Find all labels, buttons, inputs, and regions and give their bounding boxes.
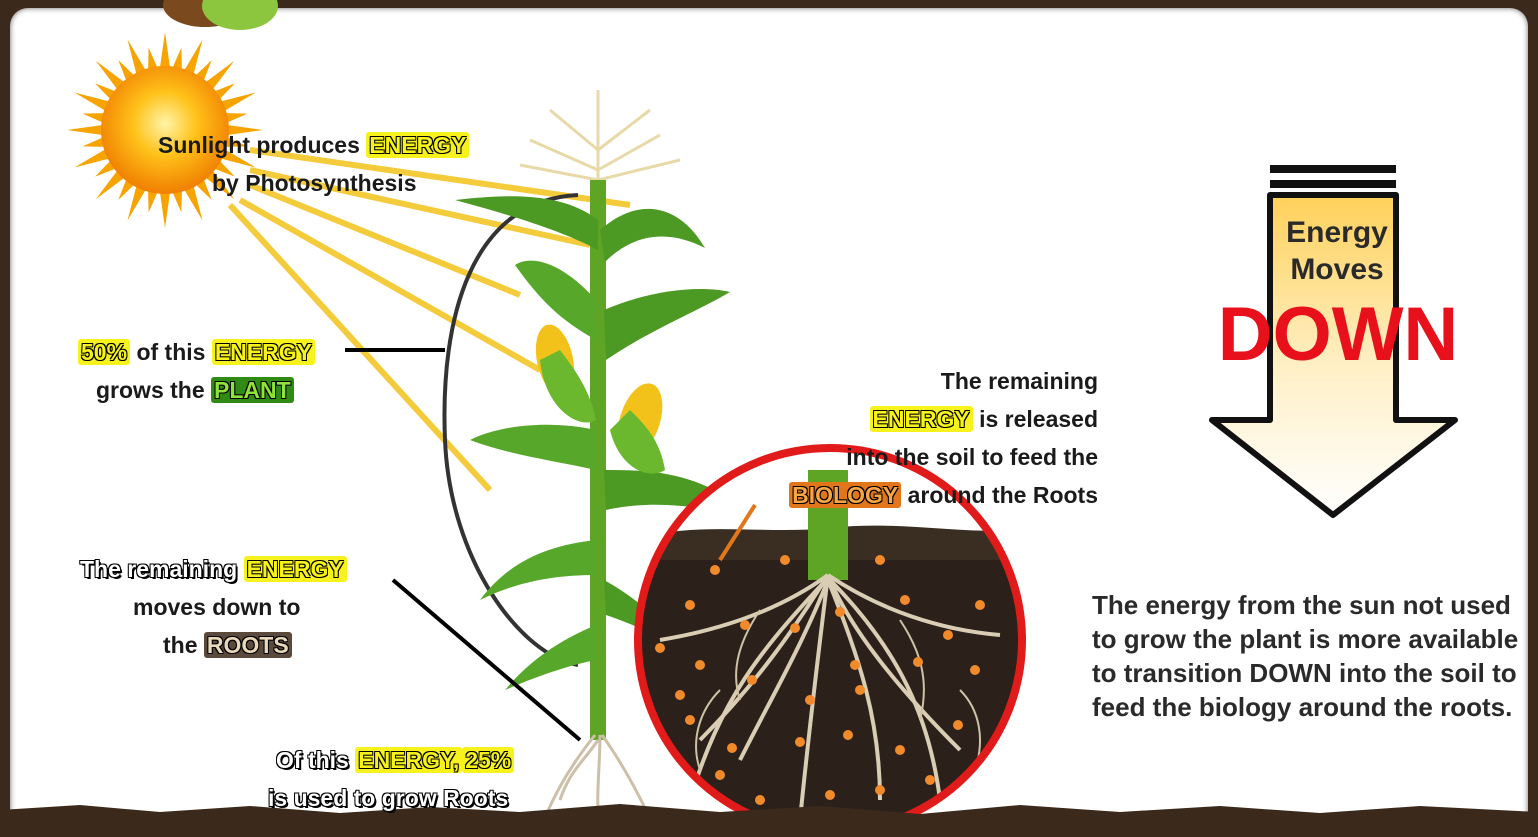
label-release-4: BIOLOGY around the Roots [740, 476, 1098, 514]
soil-organism-dot [790, 623, 800, 633]
soil-organism-dot [875, 785, 885, 795]
highlight-roots: ROOTS [204, 632, 292, 658]
sun-ray [67, 125, 105, 136]
soil-organism-dot [715, 770, 725, 780]
label-moves-down: moves down to [133, 588, 300, 626]
highlight-energy: ENERGY [870, 406, 973, 432]
soil-organism-dot [727, 743, 737, 753]
soil-organism-dot [675, 690, 685, 700]
soil-organism-dot [747, 675, 757, 685]
label-sunlight: Sunlight produces ENERGY [158, 126, 469, 164]
label-remaining-text: The remaining [80, 556, 237, 582]
soil-organism-dot [970, 665, 980, 675]
label-is-released: is released [979, 406, 1098, 432]
label-release-1: The remaining [790, 362, 1098, 400]
label-root-growth: Of this ENERGY,25% [276, 741, 514, 779]
soil-organism-dot [843, 730, 853, 740]
label-remaining-roots: The remaining ENERGY [80, 550, 347, 588]
soil-organism-dot [953, 720, 963, 730]
soil-organism-dot [875, 555, 885, 565]
summary-text: The energy from the sun not used to grow… [1092, 588, 1522, 724]
soil-organism-dot [685, 715, 695, 725]
sun-ray [160, 32, 171, 70]
soil-organism-dot [943, 630, 953, 640]
soil-organism-dot [685, 600, 695, 610]
highlight-energy: ENERGY [366, 132, 469, 158]
soil-organism-dot [695, 660, 705, 670]
highlight-biology: BIOLOGY [789, 482, 901, 508]
soil-organism-dot [855, 685, 865, 695]
logo-peek [163, 0, 278, 30]
highlight-50pct: 50% [78, 339, 130, 365]
soil-organism-dot [805, 695, 815, 705]
label-photosynthesis: by Photosynthesis [212, 164, 416, 202]
arrow-caption: Energy Moves [1262, 214, 1412, 288]
soil-organism-dot [895, 745, 905, 755]
label-release-3: into the soil to feed the [760, 438, 1098, 476]
label-sunlight-text: Sunlight produces [158, 132, 360, 158]
soil-organism-dot [925, 775, 935, 785]
soil-organism-dot [795, 737, 805, 747]
soil-organism-dot [755, 795, 765, 805]
label-around-roots: around the Roots [908, 482, 1098, 508]
highlight-energy: ENERGY [212, 339, 315, 365]
arrow-down-word: DOWN [1208, 290, 1468, 380]
soil-organism-dot [710, 565, 720, 575]
soil-organism-dot [913, 657, 923, 667]
soil-organism-dot [975, 600, 985, 610]
soil-organism-dot [740, 620, 750, 630]
highlight-energy: ENERGY [244, 556, 347, 582]
label-the-roots: the ROOTS [163, 626, 292, 664]
label-release-2: ENERGY is released [790, 400, 1098, 438]
highlight-25pct: 25% [462, 747, 514, 773]
label-grow-roots: is used to grow Roots [268, 779, 508, 817]
label-plant-energy: 50% of this ENERGY [78, 333, 315, 371]
arrow-caption-line2: Moves [1262, 251, 1412, 288]
label-plant-mid: of this [136, 339, 205, 365]
sun-ray [160, 190, 171, 228]
label-grows-plant: grows the PLANT [96, 371, 294, 409]
soil-organism-dot [655, 643, 665, 653]
label-of-this: Of this [276, 747, 349, 773]
soil-organism-dot [825, 790, 835, 800]
soil-organism-dot [780, 555, 790, 565]
soil-organism-dot [900, 595, 910, 605]
label-grows-text: grows the [96, 377, 205, 403]
highlight-energy: ENERGY, [355, 747, 462, 773]
arrow-caption-line1: Energy [1262, 214, 1412, 251]
label-the-text: the [163, 632, 198, 658]
soil-organism-dot [850, 660, 860, 670]
highlight-plant: PLANT [211, 377, 294, 403]
soil-organism-dot [835, 607, 845, 617]
